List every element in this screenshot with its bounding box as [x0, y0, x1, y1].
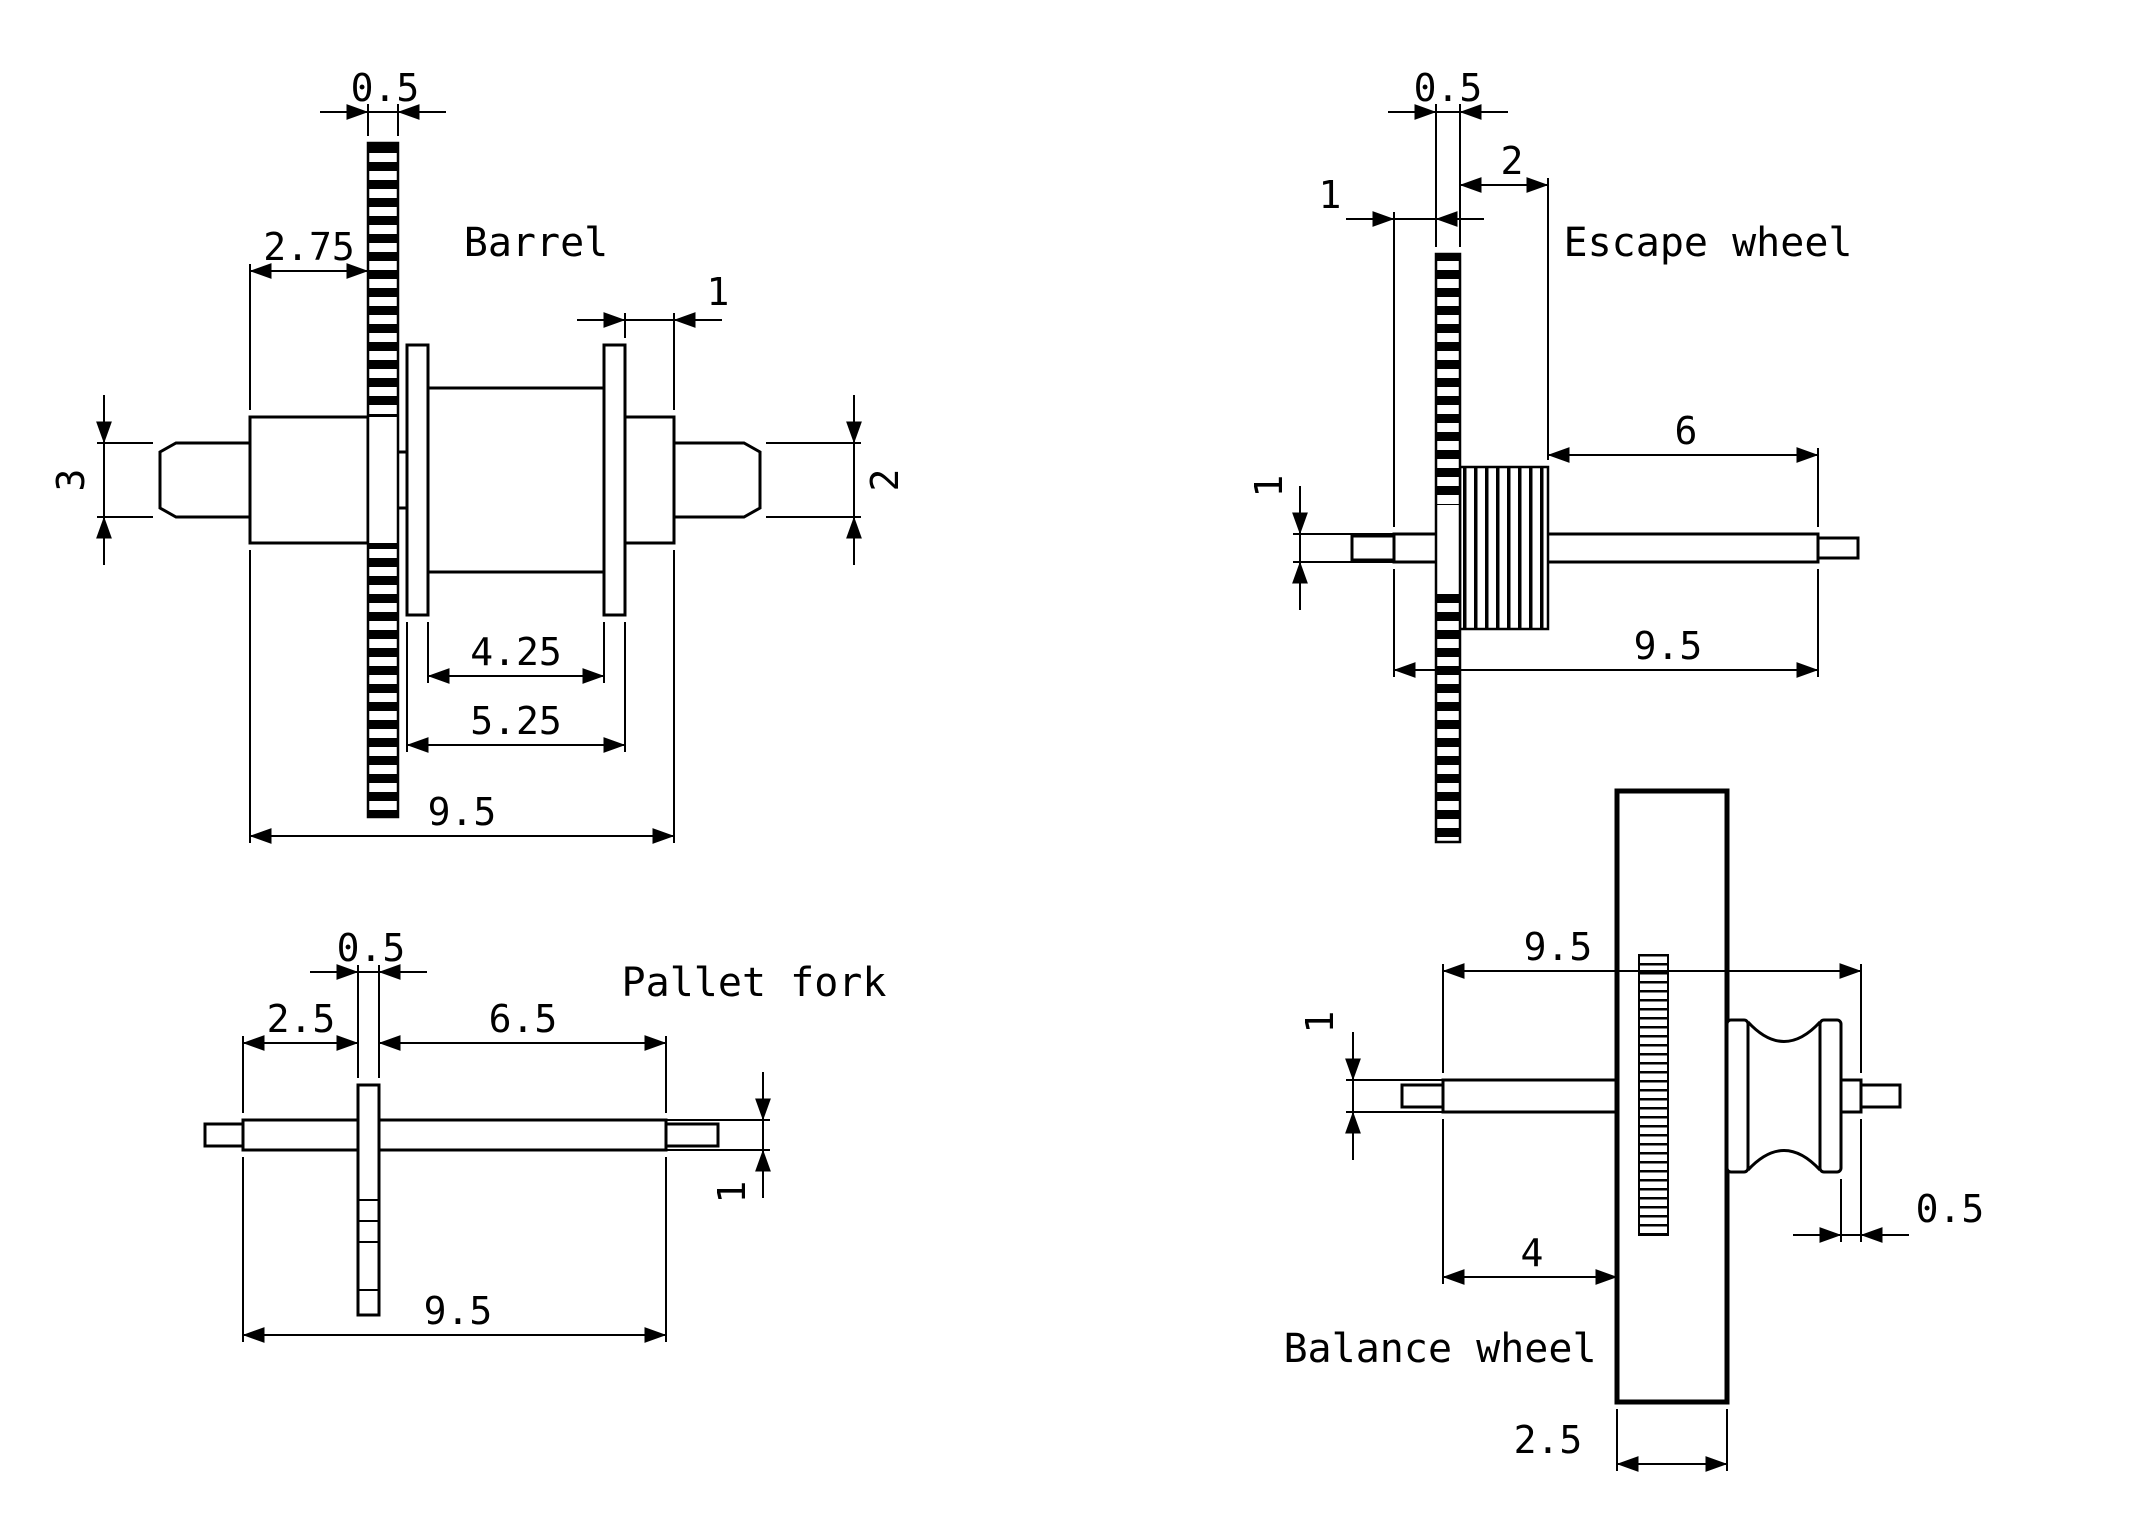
balance-dim-tip-length-label: 0.5	[1916, 1187, 1985, 1231]
escape-wheel-dimensions: 0.5 2 1 1	[1247, 66, 1819, 678]
balance-roller	[1725, 1018, 1843, 1174]
barrel-right-hub	[623, 415, 676, 545]
barrel-geometry	[158, 141, 762, 819]
balance-hub-band	[1638, 954, 1669, 1236]
balance-shaft-right	[1839, 1078, 1863, 1114]
escape-gear-outline	[1434, 252, 1462, 844]
barrel-dim-drum-outer-label: 5.25	[470, 699, 562, 743]
barrel-dim-total: 9.5	[249, 550, 675, 844]
balance-dim-rim-width: 2.5	[1514, 1409, 1728, 1472]
barrel-dim-right-pivot: 2	[766, 395, 907, 565]
escape-wheel-geometry	[1350, 252, 1860, 844]
pallet-dim-arm-width: 0.5	[310, 926, 427, 1078]
pallet-dim-shaft-diameter: 1	[666, 1072, 771, 1204]
pallet-dim-shaft-diameter-label: 1	[710, 1181, 754, 1204]
balance-dim-shaft-diameter-label: 1	[1298, 1011, 1342, 1034]
balance-left-pivot	[1400, 1083, 1445, 1109]
escape-dim-wheel-width: 0.5	[1388, 66, 1508, 247]
pallet-shaft	[241, 1118, 668, 1152]
roller-waist-bottom	[1746, 1149, 1822, 1172]
barrel-gear-outline	[366, 141, 400, 819]
balance-wheel-view: 9.5 1 4 0.5	[1283, 788, 1985, 1472]
barrel-dim-left-pivot: 3	[49, 395, 153, 565]
barrel-dim-collar-width-label: 1	[707, 270, 730, 314]
barrel-dim-right-pivot-label: 2	[863, 469, 907, 492]
barrel-dim-collar-width: 1	[577, 270, 729, 410]
pallet-dim-right-length-label: 6.5	[489, 997, 558, 1041]
barrel-dim-gear-width-label: 0.5	[351, 66, 420, 110]
balance-rim	[1614, 788, 1730, 1405]
pallet-fork-geometry	[203, 1083, 720, 1317]
balance-dim-total: 9.5	[1442, 925, 1862, 1073]
barrel-right-pivot	[672, 441, 762, 519]
barrel-view: 0.5 2.75 1 3	[49, 66, 907, 844]
pallet-dim-total-label: 9.5	[424, 1289, 493, 1333]
escape-wheel-view: 0.5 2 1 1	[1247, 66, 1860, 844]
barrel-dim-hub-length: 2.75	[249, 225, 369, 410]
balance-wheel-dimensions: 9.5 1 4 0.5	[1298, 925, 1985, 1472]
pallet-dim-arm-width-label: 0.5	[337, 926, 406, 970]
roller-right-disc	[1818, 1018, 1843, 1174]
escape-dim-shaft-diameter-label: 1	[1247, 475, 1291, 498]
balance-wheel-title: Balance wheel	[1283, 1326, 1596, 1372]
balance-dim-hub-to-rim: 4	[1442, 1119, 1618, 1285]
barrel-gear-wheel	[366, 141, 400, 819]
barrel-dimensions: 0.5 2.75 1 3	[49, 66, 907, 844]
balance-dim-tip-length: 0.5	[1793, 1119, 1985, 1243]
balance-band-outline	[1638, 954, 1669, 1236]
barrel-right-flange	[602, 343, 627, 617]
escape-dim-stem-length: 6	[1547, 409, 1819, 527]
barrel-dim-gear-width: 0.5	[320, 66, 446, 136]
barrel-drum	[426, 386, 606, 574]
balance-right-pivot	[1859, 1083, 1902, 1109]
escape-pinion	[1458, 465, 1550, 631]
balance-dim-shaft-diameter: 1	[1298, 1011, 1443, 1160]
escape-dim-total-label: 9.5	[1634, 624, 1703, 668]
escape-pinion-teeth	[1460, 467, 1548, 629]
roller-left-disc	[1725, 1018, 1750, 1174]
balance-wheel-geometry	[1400, 788, 1902, 1405]
balance-dim-rim-width-label: 2.5	[1514, 1418, 1583, 1462]
pallet-dim-total: 9.5	[242, 1157, 667, 1343]
pallet-fork-view: 0.5 2.5 6.5 1	[203, 926, 887, 1343]
barrel-left-hub	[248, 415, 370, 545]
barrel-left-flange	[405, 343, 430, 617]
balance-dim-total-label: 9.5	[1524, 925, 1593, 969]
barrel-dim-total-label: 9.5	[428, 790, 497, 834]
barrel-dim-left-pivot-label: 3	[49, 469, 93, 492]
barrel-title: Barrel	[464, 220, 609, 266]
pallet-right-pivot	[664, 1122, 720, 1148]
balance-shaft-left	[1441, 1078, 1619, 1114]
escape-dim-shaft-diameter: 1	[1247, 475, 1394, 610]
pallet-left-pivot	[203, 1122, 245, 1148]
barrel-dim-drum-inner: 4.25	[427, 622, 605, 684]
escape-dim-pivot-to-wheel-label: 1	[1319, 173, 1342, 217]
escape-dim-wheel-width-label: 0.5	[1414, 66, 1483, 110]
escape-dim-pivot-to-wheel: 1	[1319, 173, 1484, 527]
escape-gear-wheel	[1434, 252, 1462, 844]
pallet-fork-dimensions: 0.5 2.5 6.5 1	[242, 926, 771, 1343]
barrel-dim-drum-outer: 5.25	[406, 622, 626, 753]
barrel-dim-drum-inner-label: 4.25	[470, 630, 562, 674]
barrel-dim-hub-length-label: 2.75	[263, 225, 355, 269]
barrel-gear-hub	[368, 417, 398, 543]
escape-dim-stem-length-label: 6	[1675, 409, 1698, 453]
barrel-left-pivot	[158, 441, 252, 519]
pallet-dim-left-length: 2.5	[242, 997, 359, 1113]
balance-band-teeth	[1639, 955, 1668, 1235]
pallet-dim-right-length: 6.5	[378, 997, 667, 1113]
escape-wheel-title: Escape wheel	[1564, 220, 1853, 266]
escape-left-pivot	[1350, 534, 1396, 562]
escape-dim-total: 9.5	[1393, 569, 1819, 678]
balance-dim-hub-to-rim-label: 4	[1521, 1231, 1544, 1275]
escape-dim-pinion-width-label: 2	[1501, 139, 1524, 183]
pallet-fork-title: Pallet fork	[622, 960, 887, 1006]
pallet-dim-left-length-label: 2.5	[267, 997, 336, 1041]
escape-gear-hub	[1436, 505, 1460, 593]
escape-dim-pinion-width: 2	[1459, 139, 1549, 460]
roller-waist-top	[1746, 1020, 1822, 1043]
escape-right-pivot	[1816, 536, 1860, 560]
